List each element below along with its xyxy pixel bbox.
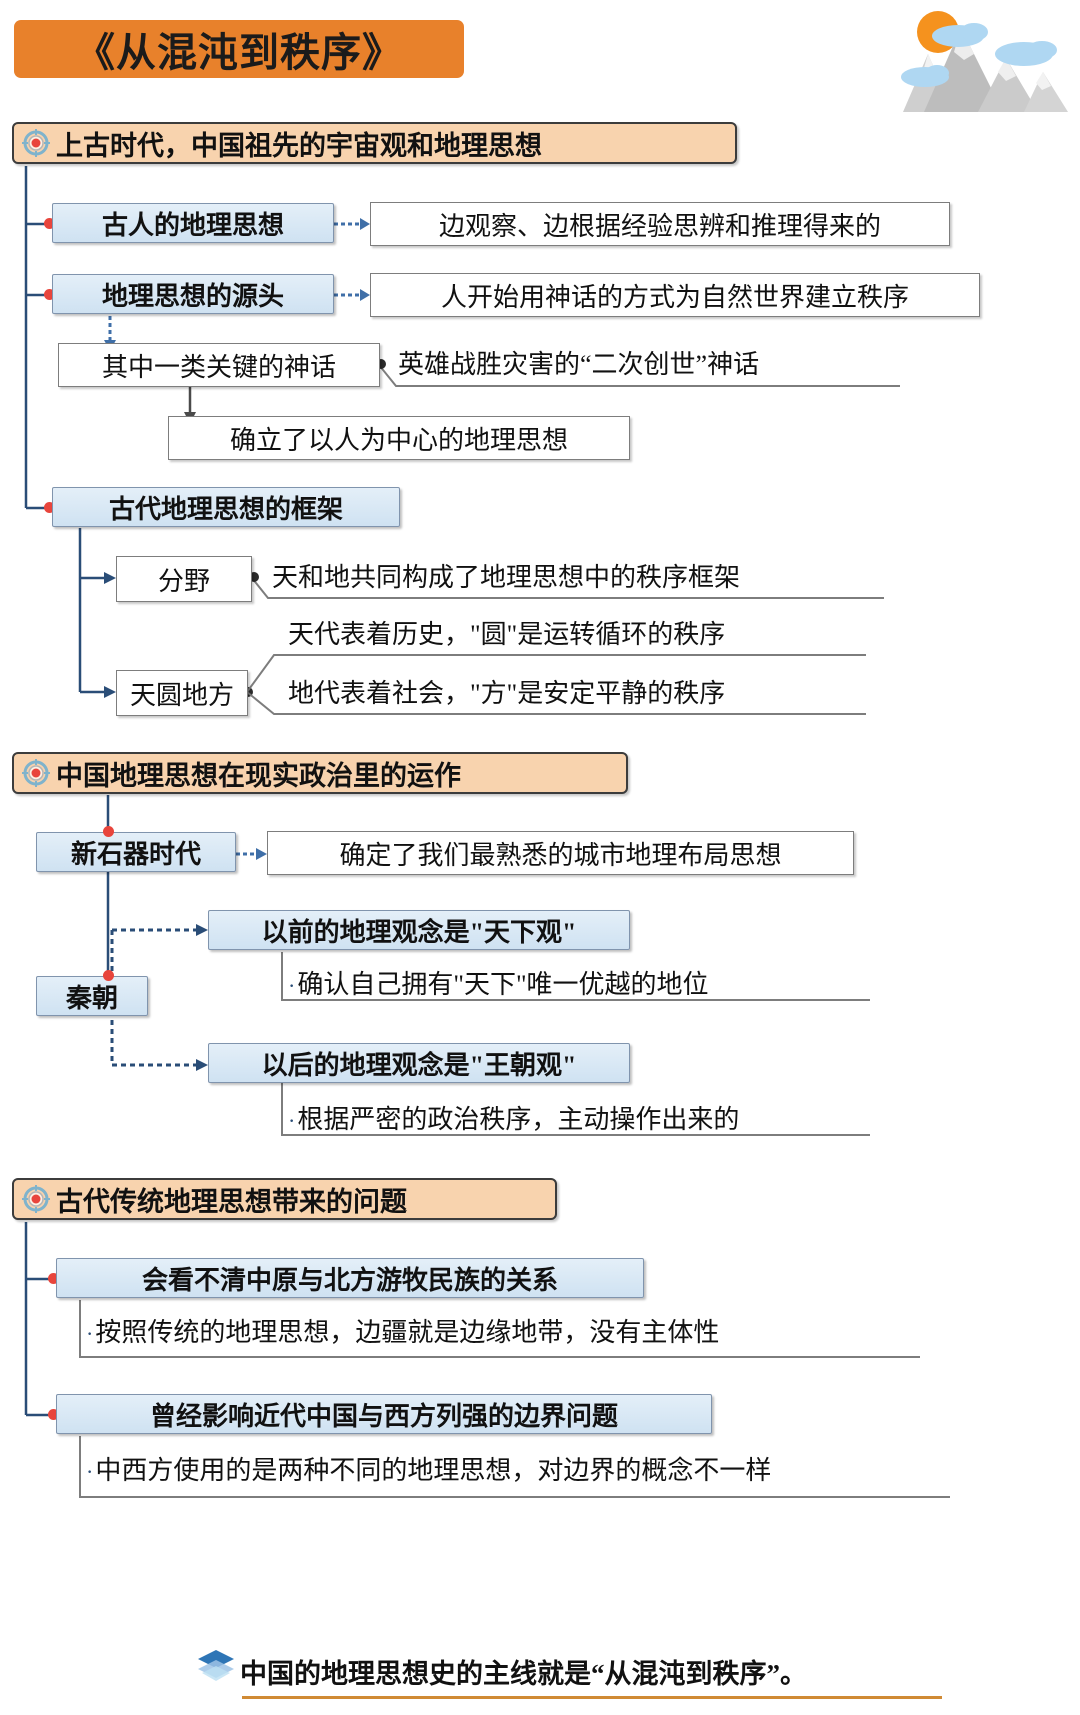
detail-tianyuan-difang-1: 天代表着历史，"圆"是运转循环的秩序 [288,620,726,649]
page-title: 《从混沌到秩序》 [75,30,403,75]
bullet-border-problem: ·中西方使用的是两种不同的地理思想，对边界的概念不一样 [86,1458,771,1484]
node-label: 分野 [157,566,210,596]
node-tianyuan-difang[interactable]: 天圆地方 [116,670,248,716]
node-bullet-dot [103,826,114,837]
detail-ancient-geo-thought: 边观察、边根据经验思辨和推理得来的 [370,202,950,246]
node-label: 以后的地理观念是"王朝观" [261,1050,577,1080]
node-bullet-dot [44,289,55,300]
detail-label: 确定了我们最熟悉的城市地理布局思想 [339,840,782,870]
node-bullet-dot [48,1273,59,1284]
node-label: 地理思想的源头 [101,281,284,311]
node-fenye[interactable]: 分野 [116,556,252,602]
section-header-label: 中国地理思想在现实政治里的运作 [56,760,461,791]
detail-fenye: 天和地共同构成了地理思想中的秩序框架 [272,563,741,592]
detail-neolithic: 确定了我们最熟悉的城市地理布局思想 [267,831,854,875]
bullet-icon: · [288,1108,296,1133]
node-label: 天圆地方 [129,680,234,710]
node-label: 新石器时代 [70,839,201,869]
section-header-s3[interactable]: 古代传统地理思想带来的问题 [12,1178,557,1220]
section-header-label: 古代传统地理思想带来的问题 [56,1186,407,1217]
target-icon [22,129,50,157]
node-tianxia-view[interactable]: 以前的地理观念是"天下观" [208,910,630,950]
node-framework-of-ancient-geo[interactable]: 古代地理思想的框架 [52,487,400,527]
node-label: 古人的地理思想 [101,210,284,240]
detail-label: 边观察、边根据经验思辨和推理得来的 [438,211,881,241]
node-human-centered-geo-thought[interactable]: 确立了以人为中心的地理思想 [168,416,630,460]
section-header-s2[interactable]: 中国地理思想在现实政治里的运作 [12,752,628,794]
node-label: 曾经影响近代中国与西方列强的边界问题 [149,1401,618,1431]
mountain-sun-clouds-icon [828,2,1078,112]
node-origin-of-geo-thought[interactable]: 地理思想的源头 [52,274,334,314]
node-label: 其中一类关键的神话 [101,352,336,382]
bullet-icon: · [288,973,296,998]
page-title-banner: 《从混沌到秩序》 [14,20,464,78]
node-bullet-dot [48,1409,59,1420]
detail-tianyuan-difang-2: 地代表着社会，"方"是安定平静的秩序 [288,679,726,708]
node-bullet-dot [44,218,55,229]
bullet-icon: · [86,1321,94,1346]
node-neolithic[interactable]: 新石器时代 [36,832,236,872]
bullet-tianxia-view: ·确认自己拥有"天下"唯一优越的地位 [288,972,709,998]
node-label: 秦朝 [65,983,118,1013]
bullet-label: 确认自己拥有"天下"唯一优越的地位 [297,970,709,999]
bullet-icon: · [86,1459,94,1484]
target-icon [22,1185,50,1213]
conclusion-underline [242,1696,942,1699]
bullet-label: 中西方使用的是两种不同的地理思想，对边界的概念不一样 [95,1456,772,1485]
detail-label: 人开始用神话的方式为自然世界建立秩序 [440,282,909,312]
bullet-label: 根据严密的政治秩序，主动操作出来的 [297,1105,740,1134]
node-ancient-geo-thought[interactable]: 古人的地理思想 [52,203,334,243]
bullet-steppe-relation-problem: ·按照传统的地理思想，边疆就是边缘地带，没有主体性 [86,1320,719,1346]
bullet-wangchao-view: ·根据严密的政治秩序，主动操作出来的 [288,1107,739,1133]
node-label: 以前的地理观念是"天下观" [261,917,577,947]
node-key-myth[interactable]: 其中一类关键的神话 [58,343,380,387]
node-label: 会看不清中原与北方游牧民族的关系 [141,1265,558,1295]
diamond-icon [196,1648,236,1682]
node-qin-dynasty[interactable]: 秦朝 [36,976,148,1016]
node-steppe-relation-problem[interactable]: 会看不清中原与北方游牧民族的关系 [56,1258,644,1298]
detail-key-myth: 英雄战胜灾害的“二次创世”神话 [398,350,760,379]
node-label: 古代地理思想的框架 [108,494,343,524]
target-icon [22,759,50,787]
node-label: 确立了以人为中心的地理思想 [229,425,568,455]
conclusion-text: 中国的地理思想史的主线就是“从混沌到秩序”。 [240,1659,807,1689]
node-border-problem[interactable]: 曾经影响近代中国与西方列强的边界问题 [56,1394,712,1434]
node-bullet-dot [103,970,114,981]
section-header-label: 上古时代，中国祖先的宇宙观和地理思想 [56,130,542,161]
section-header-s1[interactable]: 上古时代，中国祖先的宇宙观和地理思想 [12,122,737,164]
detail-origin-of-geo-thought: 人开始用神话的方式为自然世界建立秩序 [370,273,980,317]
node-wangchao-view[interactable]: 以后的地理观念是"王朝观" [208,1043,630,1083]
node-bullet-dot [44,502,55,513]
bullet-label: 按照传统的地理思想，边疆就是边缘地带，没有主体性 [95,1318,720,1347]
